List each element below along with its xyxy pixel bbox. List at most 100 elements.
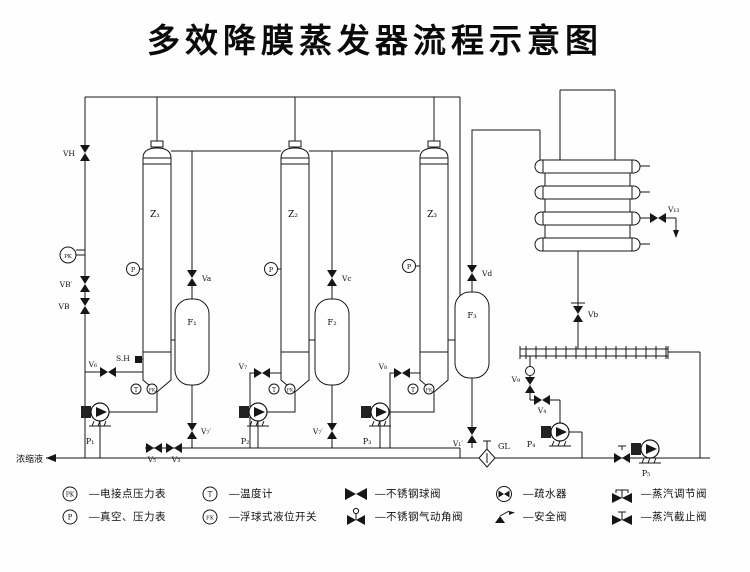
label-p4: P₄ [527, 440, 536, 449]
label-p5: P₅ [642, 469, 651, 478]
label-valve-v13: V₁₃ [667, 205, 679, 214]
pipe-vapor-lines [171, 129, 541, 341]
valve-v5-icon [146, 443, 162, 453]
evaporator-z2 [280, 140, 310, 393]
label-t1: T [134, 387, 138, 394]
label-valve-v6: V₆ [88, 360, 97, 369]
label-t2: T [272, 387, 276, 394]
valve-v6-icon [100, 367, 116, 377]
label-fk3: FK [426, 388, 433, 394]
valve-v7p-icon [187, 423, 197, 439]
legend-label: —蒸汽截止阀 [641, 511, 707, 523]
legend-item-pneumatic-angle-valve: —不锈钢气动角阀 [341, 505, 489, 528]
label-concentrate: 浓缩液 [16, 453, 43, 465]
label-t3: T [411, 387, 415, 394]
label-valve-v1p: V₁′ [452, 439, 463, 448]
label-gl: GL [498, 442, 510, 451]
legend-item-steam-trap: —疏水器 [489, 482, 607, 505]
legend-label: —疏水器 [523, 488, 567, 500]
legend-item-safety-valve: —安全阀 [489, 505, 607, 528]
separator-f2 [314, 298, 350, 386]
pipe-condenser-lines [544, 89, 677, 349]
v13-outlet-arrow-icon [673, 230, 679, 238]
thermometer-icon: T [202, 486, 218, 501]
steam-stop-valve-icon [612, 511, 632, 525]
label-valve-v9: V₉ [511, 375, 520, 384]
steam-trap-icon [496, 485, 512, 502]
pump-p3 [360, 402, 392, 427]
valve-vb-icon [573, 306, 583, 322]
label-z3: Z₃ [427, 210, 437, 220]
ball-valve-icon [345, 487, 367, 500]
legend-label: —浮球式液位开关 [229, 511, 317, 523]
condenser-1 [534, 159, 641, 174]
label-p2: P₂ [241, 437, 250, 446]
label-gauge-p2: P [269, 266, 274, 274]
valve-v7p2-icon [327, 423, 337, 439]
condenser-3 [534, 211, 641, 226]
contact-pressure-gauge-icon: PK [62, 486, 78, 501]
label-p1: P₁ [86, 437, 95, 446]
valve-vd-icon [467, 265, 477, 281]
label-valve-va: Va [201, 274, 212, 283]
gauge-pk-icon [59, 246, 77, 264]
pneumatic-angle-valve-icon [347, 507, 365, 525]
legend-label: —安全阀 [523, 511, 567, 523]
label-valve-vbl: VB [58, 302, 70, 311]
svg-text:FK: FK [206, 515, 215, 521]
thermometer-3-icon [407, 383, 419, 395]
evaporator-z1 [142, 140, 172, 393]
sh-heater-icon [135, 356, 142, 363]
label-sh: S.H [116, 354, 130, 363]
gauge-p3-icon [402, 259, 416, 273]
legend-item-thermometer: T —温度计 [195, 482, 341, 505]
svg-text:PK: PK [66, 491, 75, 498]
valve-v3-icon [166, 443, 182, 453]
steam-regulating-valve-icon [612, 489, 632, 503]
level-switch-1-icon [146, 383, 158, 395]
thermometer-1-icon [130, 383, 142, 395]
label-valve-v5: V₅ [147, 455, 156, 464]
legend-label: —电接点压力表 [89, 488, 166, 500]
thermometer-2-icon [268, 383, 280, 395]
valve-v1p-icon [467, 427, 477, 443]
label-gauge-p1: P [131, 266, 136, 274]
label-valve-vh: VH [62, 149, 75, 158]
float-level-switch-icon: FK [202, 509, 218, 524]
valve-vbl-icon [80, 298, 90, 314]
label-valve-vc: Vc [341, 274, 352, 283]
diagram-title: 多效降膜蒸发器流程示意图 [147, 21, 603, 60]
gauge-p2-icon [264, 262, 278, 276]
condenser-2 [534, 185, 641, 200]
valve-v13-icon [650, 213, 666, 223]
concentrate-arrow-icon [46, 454, 56, 462]
legend-item-steam-stop-valve: —蒸汽截止阀 [607, 505, 740, 528]
legend-item-steam-regulating-valve: —蒸汽调节阀 [607, 482, 740, 505]
pipe-top-header [76, 96, 461, 458]
level-switch-2-icon [284, 383, 296, 395]
pump-p4 [540, 422, 572, 447]
legend-label: —不锈钢球阀 [375, 488, 441, 500]
process-flow-diagram: Z₁ Z₂ Z₃ F₁ F₂ F₃ P₁ P₂ P₃ P₄ P₅ PK P P … [16, 89, 710, 478]
label-f1: F₁ [187, 318, 196, 328]
legend-item-ball-valve: —不锈钢球阀 [341, 482, 489, 505]
label-gauge-pk: PK [64, 254, 73, 260]
condenser-4 [534, 237, 641, 252]
label-valve-vd: Vd [481, 269, 492, 278]
valve-v7-icon [254, 368, 270, 378]
pipe-bottom-lines [46, 372, 710, 459]
legend-label: —真空、压力表 [89, 511, 166, 523]
vacuum-pressure-gauge-icon: P [62, 509, 78, 524]
piping [46, 89, 710, 459]
label-valve-vbp: VB′ [59, 280, 73, 289]
pump-p2 [238, 402, 270, 427]
label-fk1: FK [149, 388, 156, 394]
evaporator-z3 [419, 140, 449, 393]
label-f2: F₂ [327, 318, 336, 328]
pipe-instrument-stems [76, 254, 420, 360]
legend: PK —电接点压力表 P —真空、压力表 T —温度计 FK —浮球式液位开关 [55, 482, 740, 528]
svg-text:T: T [208, 490, 213, 498]
label-valve-v7p2: V₇′ [312, 427, 323, 436]
label-f3: F₃ [467, 311, 476, 321]
